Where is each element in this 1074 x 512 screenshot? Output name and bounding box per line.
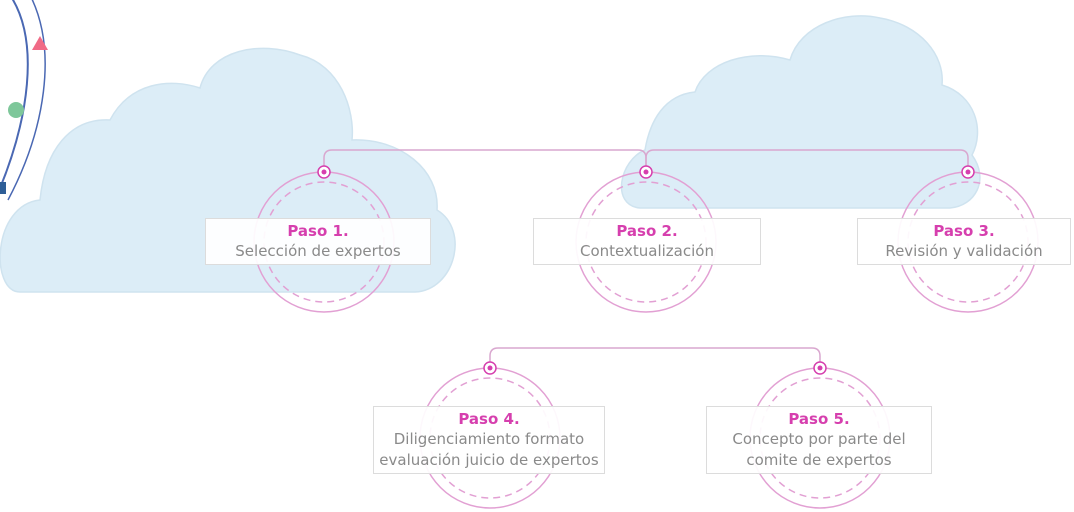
step-5-description-line-1: Concepto por parte del bbox=[732, 430, 906, 448]
dot-marker-icon bbox=[8, 102, 24, 118]
step-3-title: Paso 3. bbox=[933, 222, 995, 240]
step-2-description: Contextualización bbox=[580, 242, 714, 260]
cloud-right bbox=[620, 15, 981, 209]
step-4-description-line-1: Diligenciamiento formato bbox=[393, 430, 585, 448]
step-3-label: Paso 3. Revisión y validación bbox=[857, 218, 1071, 265]
connector-4-5 bbox=[489, 347, 821, 368]
connector-2-3 bbox=[645, 149, 969, 170]
step-1-title: Paso 1. bbox=[287, 222, 349, 240]
step-5-label: Paso 5. Concepto por parte del comite de… bbox=[706, 406, 932, 474]
step-4-title: Paso 4. bbox=[458, 410, 520, 428]
step-4-label: Paso 4. Diligenciamiento formato evaluac… bbox=[373, 406, 605, 474]
orbit-path-icon bbox=[0, 0, 29, 191]
step-5-description-line-2: comite de expertos bbox=[746, 451, 892, 469]
step-2-label: Paso 2. Contextualización bbox=[533, 218, 761, 265]
orbit-decoration bbox=[0, 0, 48, 201]
connector-1-2 bbox=[323, 149, 647, 170]
step-4-description-line-2: evaluación juicio de expertos bbox=[379, 451, 599, 469]
step-1-label: Paso 1. Selección de expertos bbox=[205, 218, 431, 265]
square-marker-icon bbox=[0, 182, 6, 194]
step-3-description: Revisión y validación bbox=[885, 242, 1043, 260]
step-1-description: Selección de expertos bbox=[235, 242, 401, 260]
connectors bbox=[323, 149, 969, 368]
triangle-marker-icon bbox=[32, 36, 48, 50]
step-5-title: Paso 5. bbox=[788, 410, 850, 428]
step-2-title: Paso 2. bbox=[616, 222, 678, 240]
